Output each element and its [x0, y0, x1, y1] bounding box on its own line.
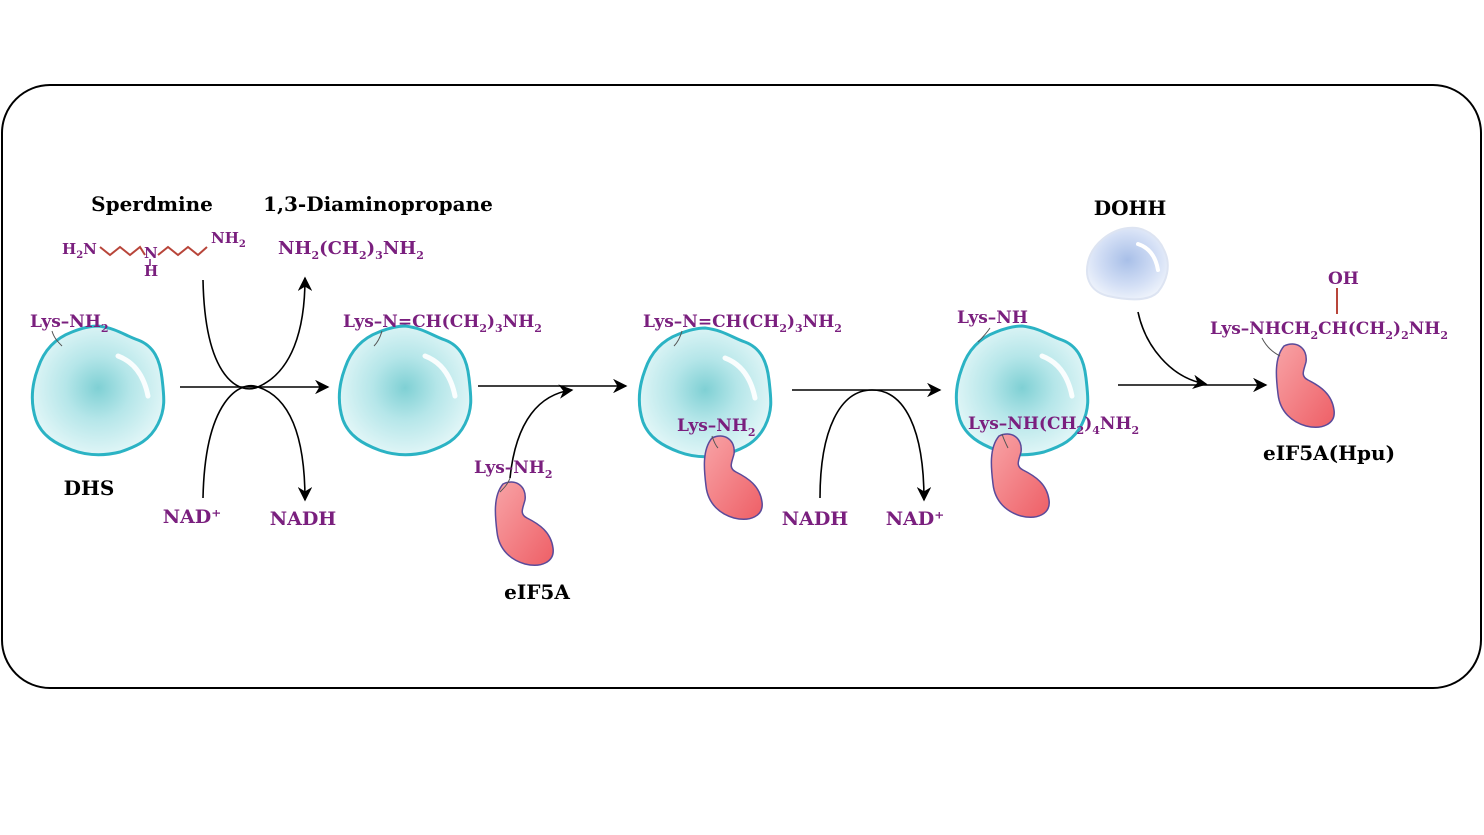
lys-connector: [977, 327, 991, 343]
nadh-label-1: NADH: [270, 508, 337, 530]
spermidine-bond-left: [99, 245, 146, 257]
dohh-highlight: [1136, 242, 1160, 272]
spermidine-bond-right: [157, 245, 208, 257]
lys-connector: [499, 477, 511, 493]
spermidine-n: N: [144, 244, 158, 262]
hypusine-formula: Lys–NHCH2CH(CH2)2NH2: [1210, 319, 1448, 342]
lys-connector: [673, 330, 683, 347]
dhs-enzyme: [32, 326, 163, 455]
lys-connector: [1001, 433, 1009, 449]
dhs-enzyme-complex-2: [956, 326, 1087, 455]
spermidine-nh2: NH2: [211, 229, 246, 250]
eif5a-hpu-label: eIF5A(Hpu): [1263, 441, 1395, 465]
arrow-nad-to-nadh: [202, 385, 313, 502]
imine-complex: Lys–N=CH(CH2)3NH2: [643, 312, 842, 335]
lys-connector: [51, 330, 63, 347]
arrow-dohh: [1137, 311, 1208, 389]
nad-plus-label-1: NAD⁺: [163, 506, 222, 528]
arrow-nadh-to-nad: [819, 389, 932, 502]
deoxyhypusine-formula: Lys–NH(CH2)4NH2: [968, 414, 1139, 437]
diaminopropane-formula: NH2(CH2)3NH2: [278, 238, 424, 262]
dhs-lys-nh2: Lys–NH2: [30, 312, 109, 335]
lys-connector: [1261, 337, 1281, 357]
dohh-label: DOHH: [1094, 196, 1167, 220]
spermidine-h2n: H2N: [62, 240, 97, 261]
nadh-label-2: NADH: [782, 508, 849, 530]
dohh-enzyme: [1086, 226, 1169, 301]
dhs-enzyme-intermediate: [339, 326, 470, 455]
spermidine-h: H: [144, 262, 158, 280]
enzyme-lys-nh: Lys–NH: [957, 308, 1028, 328]
nad-plus-label-2: NAD⁺: [886, 508, 945, 530]
lys-connector: [711, 435, 719, 449]
eif5a-lys-nh2: Lys–NH2: [474, 458, 553, 481]
diaminopropane-label: 1,3-Diaminopropane: [263, 192, 493, 216]
eif5a-label: eIF5A: [504, 580, 570, 604]
eif5a-bound-lys-nh2: Lys–NH2: [677, 416, 756, 439]
dhs-label: DHS: [64, 476, 115, 500]
imine-intermediate: Lys–N=CH(CH2)3NH2: [343, 312, 542, 335]
hydroxyl-group: OH: [1328, 269, 1359, 289]
lys-connector: [373, 330, 383, 347]
arrow-eif5a-binding: [509, 384, 574, 479]
spermidine-label: Sperdmine: [91, 192, 213, 216]
